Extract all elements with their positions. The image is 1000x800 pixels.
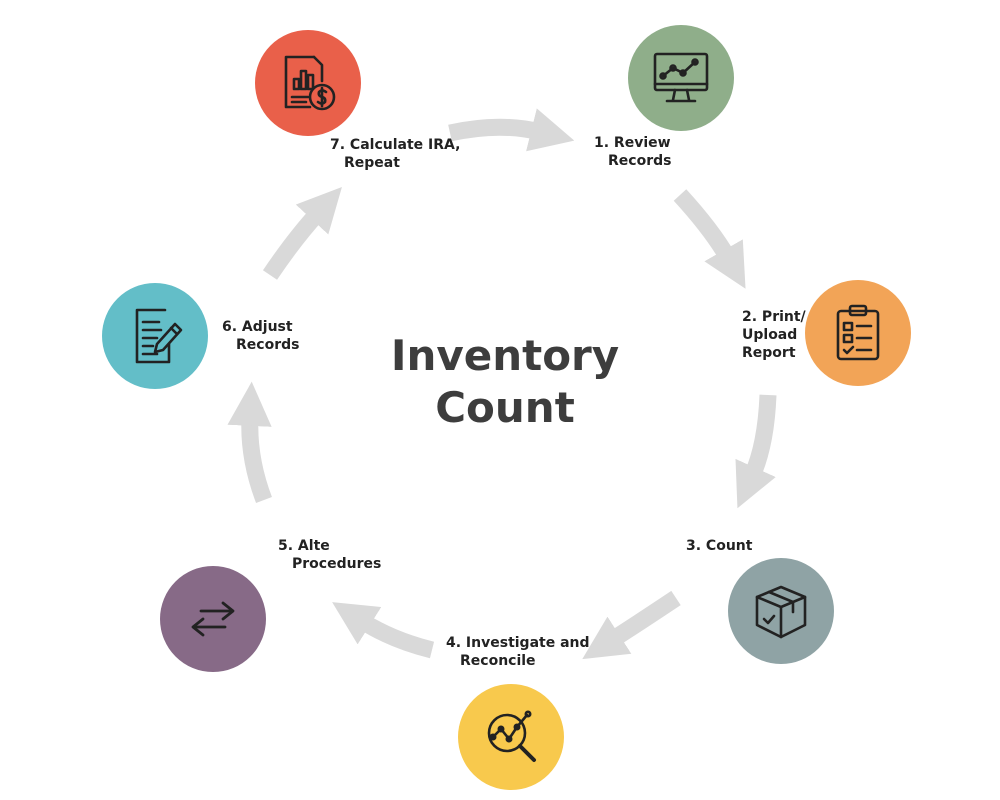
magnifier-chart-icon <box>487 710 536 762</box>
step-1-circle <box>628 25 734 131</box>
exchange-arrows-icon <box>191 601 235 637</box>
arrow-7-to-1 <box>448 108 575 152</box>
arrow-5-to-6 <box>227 381 272 504</box>
step-3-circle <box>728 558 834 664</box>
title-line-1: Inventory <box>390 331 620 380</box>
arrow-4-to-5 <box>332 602 435 659</box>
step-4-circle <box>458 684 564 790</box>
step-2-label: 2. Print/ Upload Report <box>742 309 806 361</box>
monitor-chart-icon <box>653 52 709 103</box>
step-5-label: 5. Alte Procedures <box>278 538 382 572</box>
report-dollar-icon <box>284 55 336 111</box>
step-7-label: 7. Calculate IRA, Repeat <box>330 137 461 171</box>
step-3-label: 3. Count <box>686 538 753 554</box>
step-2-circle <box>805 280 911 386</box>
step-7-circle <box>255 30 361 136</box>
arrow-6-to-7 <box>262 186 342 280</box>
arrow-1-to-2 <box>673 189 746 289</box>
document-pen-icon <box>135 308 183 364</box>
arrow-2-to-3 <box>735 394 777 509</box>
step-4-label: 4. Investigate and Reconcile <box>446 635 590 669</box>
diagram-title: Inventory Count <box>330 330 680 434</box>
step-6-label: 6. Adjust Records <box>222 319 300 353</box>
title-line-2: Count <box>435 383 575 432</box>
step-5-circle <box>160 566 266 672</box>
box-check-icon <box>755 585 807 639</box>
arrow-3-to-4 <box>582 590 681 660</box>
clipboard-checklist-icon <box>836 304 880 361</box>
step-1-label: 1. Review Records <box>594 135 672 169</box>
step-6-circle <box>102 283 208 389</box>
